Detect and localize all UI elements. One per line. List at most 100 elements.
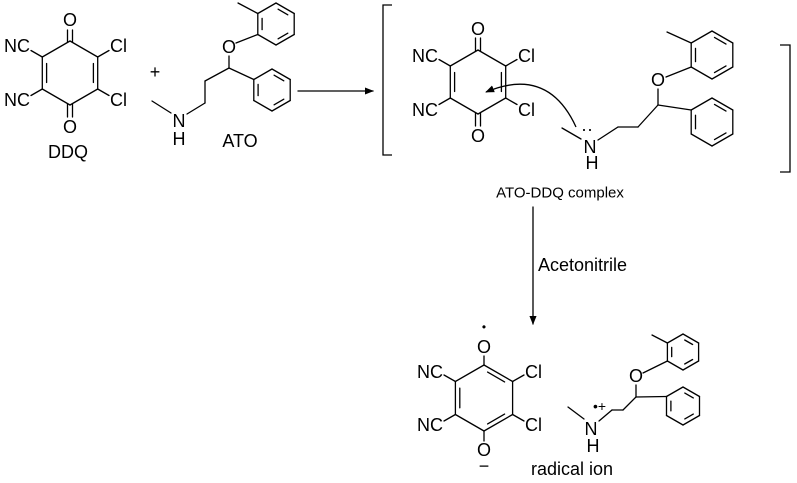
ring-bond	[690, 30, 713, 44]
cyano-bond-bottom	[30, 88, 43, 97]
oxygen-bottom-label: O	[477, 440, 491, 460]
ring-double-bond	[486, 371, 506, 383]
ring-bond	[711, 97, 734, 111]
oxygen-top-label: O	[63, 10, 77, 30]
left-bracket	[382, 4, 392, 156]
ring-bond	[665, 386, 684, 398]
cyano-top-label: NC	[4, 36, 30, 56]
ring-bond	[666, 333, 684, 344]
ring-double-bond	[713, 36, 727, 45]
ether-oxygen-label: O	[222, 37, 236, 57]
chloro-bond-top	[97, 49, 110, 58]
ddq-name-label: DDQ	[48, 142, 88, 162]
phenyl-ring	[665, 386, 701, 426]
oxygen-top-label: O	[471, 19, 485, 39]
radical-dot: •	[482, 320, 486, 334]
nitrogen-label: N	[584, 137, 597, 157]
ato-reactant: N H O ATO	[151, 2, 295, 151]
aryl-ether-bond	[642, 360, 669, 374]
aryl-ether-bond	[665, 66, 692, 78]
ring-bond	[449, 49, 479, 67]
chain-bond	[204, 67, 230, 82]
chain-bond	[597, 126, 619, 141]
ring-double-bond	[277, 8, 289, 16]
cyano-top-label: NC	[412, 46, 438, 66]
ring-bond	[690, 97, 713, 111]
ring-bond	[275, 33, 295, 46]
complex-label: ATO-DDQ complex	[496, 185, 624, 202]
ring-bond	[271, 68, 291, 81]
chloro-bond-bottom	[97, 88, 110, 97]
ddq-reactant: O O NC NC Cl Cl DDQ	[4, 10, 127, 162]
ring-double-bond	[684, 339, 694, 346]
phenyl-bond	[657, 104, 692, 111]
oxygen-bottom-label: O	[63, 117, 77, 137]
electron-transfer-curved-arrow	[485, 83, 577, 128]
ring-double-bond	[713, 103, 727, 112]
aryl-methyl-bond	[237, 2, 259, 15]
ring-double-bond	[684, 413, 694, 420]
ring-bond	[253, 68, 273, 81]
nitrogen-label: N	[173, 111, 186, 131]
ato-name-label: ATO	[222, 131, 257, 151]
ddq-ring	[41, 40, 99, 106]
chloro-bond-top	[505, 58, 518, 67]
chloro-bond-top	[511, 374, 525, 383]
ring-bond	[665, 414, 684, 426]
chloro-bottom-label: Cl	[518, 100, 535, 120]
aryl-methyl-bond	[666, 31, 692, 44]
ring-bond	[41, 40, 71, 58]
tolyl-ring	[666, 333, 700, 371]
methyl-bond	[561, 127, 582, 140]
ring-bond	[711, 66, 734, 80]
ring-bond	[666, 360, 684, 371]
chain-bond	[637, 104, 659, 128]
ring-bond	[477, 49, 507, 67]
negative-charge: −	[479, 456, 490, 476]
ring-bond	[682, 414, 701, 426]
ring-double-bond	[684, 392, 694, 399]
ring-bond	[483, 364, 514, 383]
cyano-bond-top	[438, 58, 451, 67]
cyano-bond-top	[443, 374, 457, 383]
lone-pair-dots: ··	[581, 119, 593, 139]
chloro-bottom-label: Cl	[110, 90, 127, 110]
ring-bond	[69, 40, 99, 58]
ring-double-bond	[277, 32, 289, 40]
ring-bond	[454, 413, 485, 432]
ring-double-bond	[713, 65, 727, 74]
hydrogen-label: H	[587, 436, 600, 456]
ring-bond	[483, 413, 514, 432]
ring-bond	[711, 133, 734, 147]
ether-oxygen-label: O	[651, 70, 665, 90]
product-label: radical ion	[531, 459, 613, 479]
aryl-methyl-bond	[651, 334, 669, 344]
ddq-ring	[449, 49, 507, 115]
ring-bond	[275, 2, 295, 15]
chloro-bond-bottom	[511, 413, 525, 422]
ring-bond	[69, 88, 99, 106]
chloro-top-label: Cl	[518, 46, 535, 66]
nitrogen-label: N	[585, 419, 598, 439]
ring-bond	[477, 97, 507, 115]
ring-bond	[271, 99, 291, 112]
methyl-bond	[151, 100, 172, 114]
ring-bond	[449, 97, 479, 115]
aryl-ether-bond	[235, 33, 259, 44]
methyl-bond	[567, 406, 585, 420]
ring-double-bond	[273, 74, 285, 82]
ring-bond	[41, 88, 71, 106]
phenyl-bond	[228, 67, 255, 81]
ring-double-bond	[684, 358, 694, 365]
ring-bond	[257, 33, 277, 46]
cyano-bond-bottom	[443, 413, 457, 422]
tolyl-ring	[257, 2, 295, 46]
cyano-bond-bottom	[438, 97, 451, 106]
solvent-label: Acetonitrile	[538, 255, 627, 275]
ato-radical-cation: N •+ H O	[567, 333, 701, 456]
cyano-bond-top	[30, 49, 43, 58]
ring-double-bond	[713, 132, 727, 141]
phenyl-ring	[690, 97, 734, 147]
radical-cation-charge: •+	[593, 398, 606, 414]
hydrogen-label: H	[173, 129, 186, 149]
